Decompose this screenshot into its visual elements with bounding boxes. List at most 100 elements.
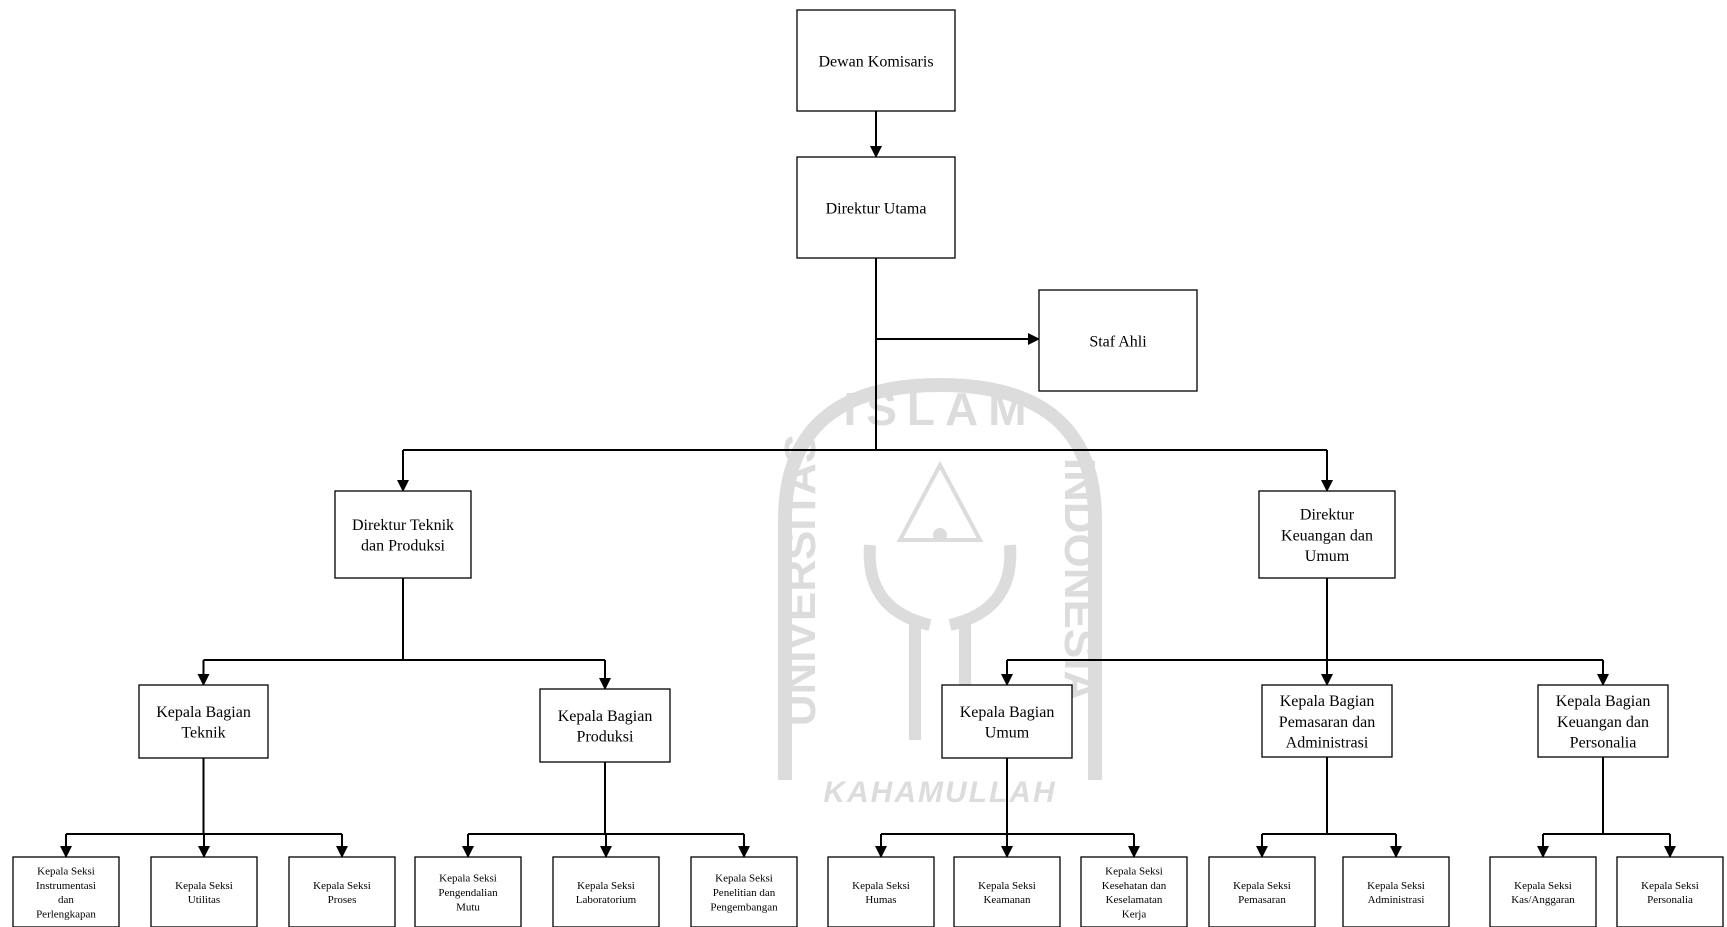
org-box-frame xyxy=(1537,684,1669,758)
org-box-label-line: Perlengkapan xyxy=(36,908,96,920)
org-box-label-line: Kepala Seksi xyxy=(577,880,635,892)
org-box-staf-ahli: Staf Ahli xyxy=(1038,289,1198,392)
org-box-frame xyxy=(953,856,1061,927)
org-box-frame xyxy=(1208,856,1316,927)
org-box-label-line: Kepala Seksi xyxy=(313,880,371,892)
org-box-label-line: Kepala Seksi xyxy=(1514,880,1572,892)
org-box-label-line: Dewan Komisaris xyxy=(818,53,933,70)
org-box-label-line: Kesehatan dan xyxy=(1102,880,1167,892)
org-box-frame xyxy=(1616,856,1724,927)
org-box-frame xyxy=(12,856,120,927)
org-box-frame xyxy=(1258,490,1396,579)
org-box-label-line: Kepala Seksi xyxy=(37,866,95,878)
org-box-label-line: Penelitian dan xyxy=(713,887,776,899)
org-box-label-line: Kepala Seksi xyxy=(852,880,910,892)
watermark-right-text: INDONESIA xyxy=(1055,458,1104,702)
org-box-label-line: Kepala Bagian xyxy=(156,704,251,721)
org-box-direktur-utama: Direktur Utama xyxy=(796,156,956,259)
org-box-label-line: Administrasi xyxy=(1368,894,1425,906)
org-box-label-line: Staf Ahli xyxy=(1089,333,1147,350)
org-box-label-line: Umum xyxy=(1305,548,1350,565)
watermark-signature-text: KAHAMULLAH xyxy=(823,776,1056,809)
org-box-label-line: dan Produksi xyxy=(361,538,446,555)
org-box-label-line: Humas xyxy=(865,894,896,906)
org-box-frame xyxy=(539,688,671,763)
org-box-label-line: Kas/Anggaran xyxy=(1511,894,1575,906)
org-box-frame xyxy=(414,856,522,927)
org-box-label-line: Kepala Seksi xyxy=(1641,880,1699,892)
org-box-label-line: Direktur xyxy=(1300,507,1355,524)
org-box-dewan-komisaris: Dewan Komisaris xyxy=(796,9,956,112)
org-box-label-line: Kepala Seksi xyxy=(175,880,233,892)
org-box-frame xyxy=(796,156,956,259)
org-box-frame xyxy=(1489,856,1597,927)
org-box-label-line: Kepala Seksi xyxy=(439,873,497,885)
university-seal-watermark: ISLAM UNIVERSITAS INDONESIA KAHAMULLAH xyxy=(776,377,1104,809)
org-box-label-line: Kepala Seksi xyxy=(1105,866,1163,878)
org-box-frame xyxy=(288,856,396,927)
org-box-label-line: Kepala Seksi xyxy=(715,873,773,885)
org-box-label-line: Kepala Seksi xyxy=(1367,880,1425,892)
org-box-label-line: Pengendalian xyxy=(438,887,498,899)
org-box-label-line: Instrumentasi xyxy=(36,880,96,892)
org-box-label-line: Kepala Bagian xyxy=(1556,693,1651,710)
org-box-label-line: Pemasaran xyxy=(1238,894,1286,906)
org-box-label-line: Direktur Utama xyxy=(826,200,927,217)
org-box-label-line: Kerja xyxy=(1122,908,1147,920)
org-box-label-line: Utilitas xyxy=(188,894,220,906)
org-box-label-line: Kepala Seksi xyxy=(1233,880,1291,892)
watermark-left-text: UNIVERSITAS xyxy=(776,434,825,727)
org-box-frame xyxy=(827,856,935,927)
org-box-frame xyxy=(138,684,269,759)
org-box-label-line: Umum xyxy=(985,725,1030,742)
org-box-label-line: Produksi xyxy=(577,729,634,746)
org-box-frame xyxy=(552,856,660,927)
org-box-label-line: Proses xyxy=(328,894,357,906)
org-box-label-line: Pengembangan xyxy=(710,901,778,913)
org-box-label-line: Personalia xyxy=(1570,735,1637,752)
org-box-label-line: Kepala Bagian xyxy=(558,708,653,725)
connector-lines xyxy=(60,111,1676,858)
org-box-label-line: Pemasaran dan xyxy=(1279,714,1375,731)
org-box-label-line: Direktur Teknik xyxy=(352,517,454,534)
org-box-label-line: Keuangan dan xyxy=(1557,714,1649,731)
org-box-frame xyxy=(796,9,956,112)
org-box-frame xyxy=(334,490,472,579)
org-box-label-line: Kepala Bagian xyxy=(1280,693,1375,710)
org-box-frame xyxy=(1080,856,1188,927)
org-box-frame xyxy=(941,684,1073,759)
org-box-label-line: Teknik xyxy=(181,725,225,742)
org-box-label-line: Keamanan xyxy=(983,894,1031,906)
org-box-frame xyxy=(150,856,258,927)
org-box-label-line: Administrasi xyxy=(1286,735,1369,752)
org-box-label-line: Mutu xyxy=(456,901,480,913)
org-box-label-line: Kepala Bagian xyxy=(960,704,1055,721)
org-box-label-line: Keuangan dan xyxy=(1281,527,1373,544)
org-box-frame xyxy=(1261,684,1393,758)
org-box-label-line: dan xyxy=(58,894,74,906)
org-box-label-line: Keselamatan xyxy=(1106,894,1163,906)
org-box-label-line: Laboratorium xyxy=(576,894,637,906)
watermark-top-text: ISLAM xyxy=(843,383,1036,435)
org-box-frame xyxy=(1342,856,1450,927)
org-box-direktur-teknik: Direktur Teknik dan Produksi xyxy=(334,490,472,579)
